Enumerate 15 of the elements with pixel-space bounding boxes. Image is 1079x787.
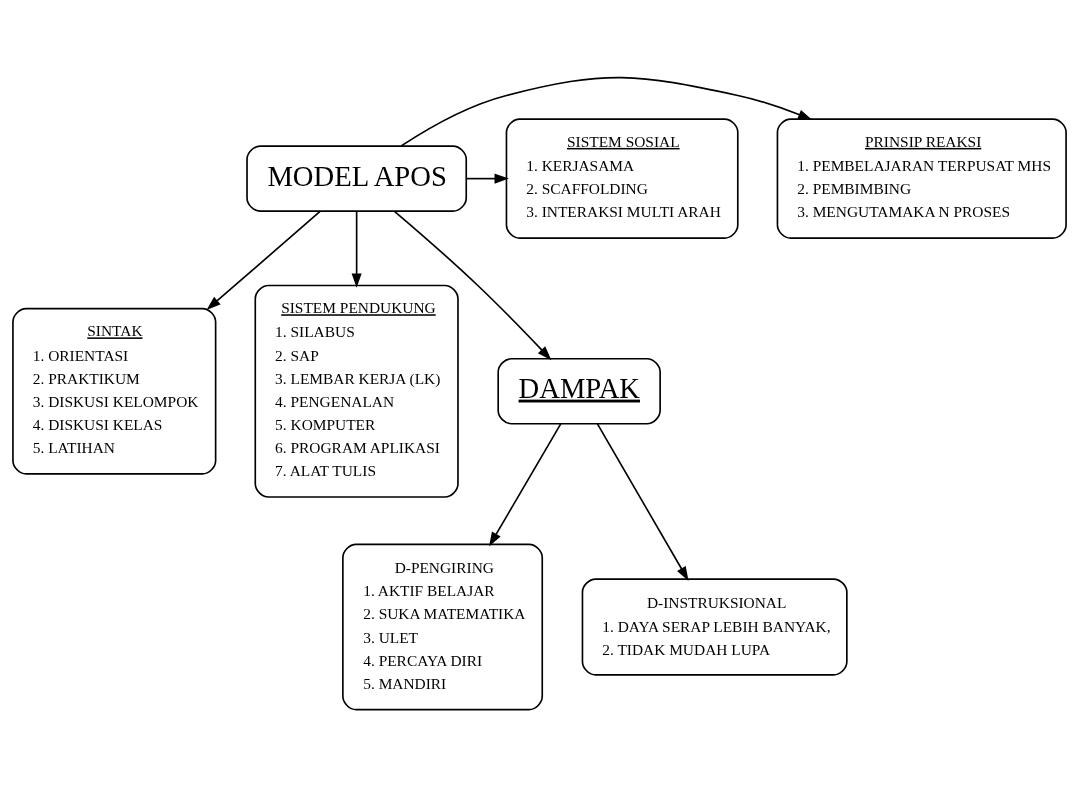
arrow <box>206 210 322 310</box>
node-box: D-INSTRUKSIONAL 1. DAYA SERAP LEBIH BANYAK, 2. TIDAK MUDAH LUPA <box>581 578 848 676</box>
node-box: PRINSIP REAKSI 1. PEMBELAJARAN TERPUSAT MHS 2. PEMBIMBING 3. MENGUTAMAKA N PROSES <box>776 118 1067 239</box>
node-box: DAMPAK <box>497 357 661 425</box>
node-box: SISTEM SOSIAL 1. KERJASAMA 2. SCAFFOLDING 3. INTERAKSI MULTI ARAH <box>505 118 739 239</box>
arrow <box>351 210 362 288</box>
node-box: D-PENGIRING 1. AKTIF BELAJAR 2. SUKA MATEMATIKA 3. ULET 4. PERCAYA DIRI 5. MANDIRI <box>342 543 544 711</box>
node-box: SINTAK 1. ORIENTASI 2. PRAKTIKUM 3. DISKUSI KELOMPOK 4. DISKUSI KELAS 5. LATIHAN <box>12 307 217 475</box>
arrow <box>465 173 509 184</box>
arrow <box>489 423 562 547</box>
arrow <box>393 210 552 361</box>
arrow <box>596 423 689 581</box>
node-box: SISTEM PENDUKUNG 1. SILABUS 2. SAP 3. LEMBAR KERJA (LK) 4. PENGENALAN 5. KOMPUTER 6. PROGRAM APLIKASI 7. ALAT TULIS <box>254 284 459 498</box>
node-box: MODEL APOS <box>246 145 468 212</box>
arrow <box>400 76 813 147</box>
